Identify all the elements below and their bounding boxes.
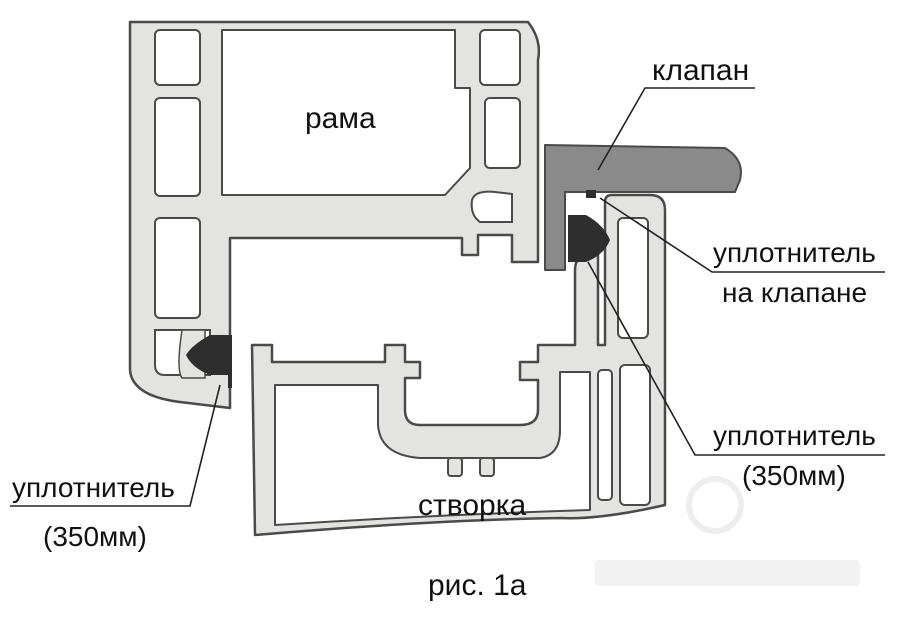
- label-seal-on-valve-line1: уплотнитель: [713, 237, 876, 268]
- figure-caption: рис. 1а: [428, 569, 527, 602]
- seal-left: [186, 335, 232, 388]
- label-sash: створка: [418, 489, 526, 522]
- frame-profile: [128, 20, 541, 410]
- frame-main-chamber: [221, 29, 471, 196]
- label-seal-right-line2: (350мм): [742, 460, 846, 491]
- label-seal-right-line1: уплотнитель: [713, 420, 876, 451]
- sash-main-chamber: [274, 371, 591, 526]
- leader-valve: [597, 87, 755, 171]
- leader-seal-right: [587, 261, 885, 456]
- seal-right: [568, 215, 610, 262]
- leader-seal-left: [10, 384, 221, 507]
- label-seal-left-line2: (350мм): [43, 521, 147, 552]
- label-seal-left-line1: уплотнитель: [12, 472, 175, 503]
- label-frame: рама: [305, 102, 376, 135]
- leader-lines: [10, 87, 885, 507]
- leader-seal-on-valve: [599, 197, 885, 273]
- label-seal-on-valve-line2: на клапане: [722, 277, 867, 308]
- valve: [544, 144, 742, 271]
- seal-on-valve: [586, 190, 596, 198]
- sash-profile: [250, 193, 667, 537]
- label-valve: клапан: [652, 54, 749, 87]
- watermark: [595, 476, 860, 586]
